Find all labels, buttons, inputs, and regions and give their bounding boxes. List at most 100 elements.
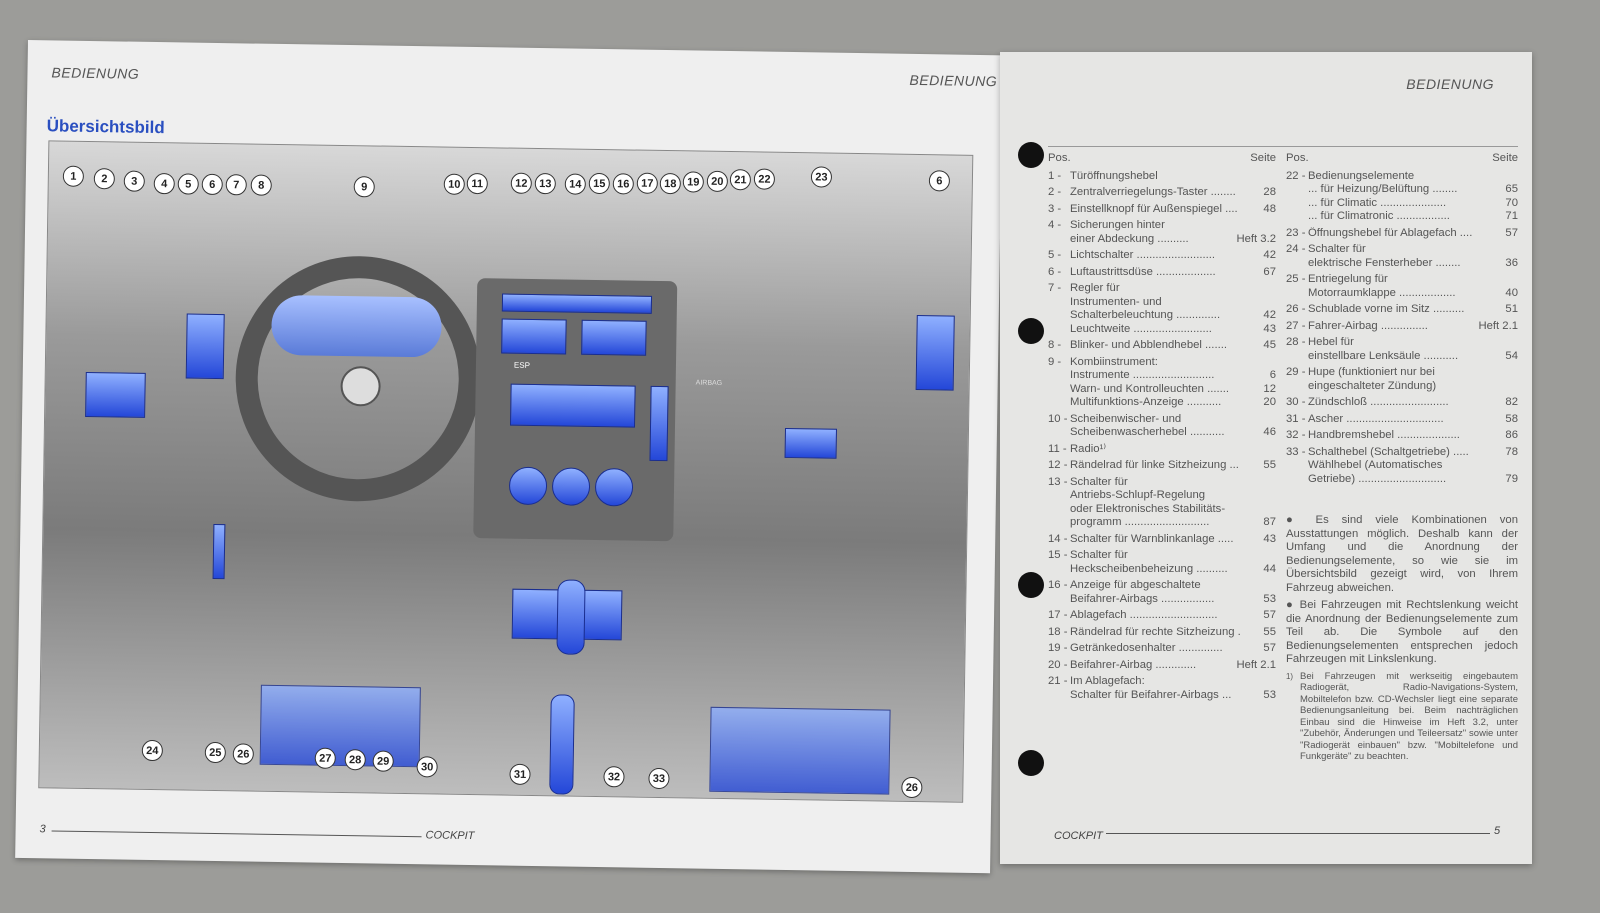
footnote: 1)Bei Fahrzeugen mit werkseitig eingebau… <box>1286 671 1518 763</box>
entry-number: 6 - <box>1048 265 1062 278</box>
entry-page: 53 <box>1263 688 1276 701</box>
entry-label: Getränkedosenhalter .............. <box>1070 642 1223 654</box>
index-entry: 27 -Fahrer-Airbag ...............Heft 2.… <box>1286 320 1518 334</box>
callout-32: 32 <box>603 766 625 788</box>
entry-page: 48 <box>1263 202 1276 215</box>
entry-page: Heft 2.1 <box>1478 319 1518 332</box>
entry-label: Öffnungshebel für Ablagefach .... <box>1308 226 1473 239</box>
entry-number: 1 - <box>1048 169 1062 182</box>
callout-3: 3 <box>123 170 145 192</box>
entry-number: 24 - <box>1286 243 1306 255</box>
callout-28: 28 <box>344 749 366 771</box>
page-title: Übersichtsbild <box>46 116 165 138</box>
entry-number: 20 - <box>1048 658 1068 671</box>
punch-hole <box>1018 142 1044 168</box>
entry-label: Kombiinstrument: <box>1070 355 1158 368</box>
callout-25: 25 <box>204 741 226 764</box>
index-entry: 20 -Beifahrer-Airbag .............Heft 2… <box>1048 659 1276 673</box>
entry-page: 70 <box>1505 196 1518 209</box>
cup-holder <box>649 385 669 462</box>
callout-22: 22 <box>753 168 776 190</box>
entry-label: Luftaustrittsdüse ................... <box>1070 265 1216 278</box>
entry-page: 57 <box>1263 642 1276 654</box>
entry-number: 4 - <box>1048 219 1062 231</box>
entry-label: Regler für <box>1070 282 1120 294</box>
entry-number: 8 - <box>1048 339 1062 351</box>
callout-26: 26 <box>901 776 923 799</box>
index-entry: 32 -Handbremshebel .................... 8… <box>1286 429 1518 443</box>
header-right: BEDIENUNG <box>1406 76 1494 92</box>
callout-7: 7 <box>225 174 247 196</box>
entry-page: 40 <box>1505 286 1518 299</box>
callout-11: 11 <box>466 172 488 195</box>
entry-label: Scheibenwascherhebel ........... <box>1070 426 1225 438</box>
index-entry: 9 -Kombiinstrument:Instrumente .........… <box>1048 356 1276 410</box>
header-rule <box>1048 146 1518 147</box>
airbag-label: AIRBAG <box>695 379 723 387</box>
entry-page: 43 <box>1263 532 1276 545</box>
entry-label: Blinker- und Abblendhebel ....... <box>1070 339 1228 351</box>
left-page-spread: BEDIENUNG BEDIENUNG Übersichtsbild ESP A… <box>15 40 1003 874</box>
callout-4: 4 <box>153 172 175 195</box>
entry-label: Schalter für <box>1070 549 1128 561</box>
callout-24: 24 <box>141 739 164 762</box>
entry-label: Warn- und Kontrolleuchten ....... <box>1070 382 1230 395</box>
note-text: Bei Fahrzeugen mit Rechtslenkung weicht … <box>1286 599 1519 665</box>
index-entry: 22 -Bedienungselemente... für Heizung/Be… <box>1286 170 1518 224</box>
entry-label: Sicherungen hinter <box>1070 219 1165 231</box>
entry-number: 18 - <box>1048 625 1068 638</box>
entry-label: Lichtschalter ......................... <box>1070 249 1216 261</box>
entry-number: 26 - <box>1286 303 1306 315</box>
index-entry: 14 -Schalter für Warnblinkanlage .....43 <box>1048 533 1276 547</box>
entry-page: 20 <box>1263 396 1276 408</box>
entry-page: 57 <box>1505 226 1518 239</box>
entry-page: 46 <box>1263 426 1276 438</box>
handbrake-lever <box>549 694 575 795</box>
entry-page: 67 <box>1263 265 1276 278</box>
seite-label: Seite <box>1492 152 1518 164</box>
entry-number: 5 - <box>1048 249 1062 261</box>
entry-page: 55 <box>1263 625 1276 638</box>
entry-number: 28 - <box>1286 336 1306 348</box>
air-vent-driver <box>185 313 225 380</box>
entry-number: 16 - <box>1048 579 1068 591</box>
entry-label: einer Abdeckung .......... <box>1070 232 1189 245</box>
entry-number: 32 - <box>1286 429 1306 441</box>
footer-left: COCKPIT <box>425 829 475 843</box>
entry-page: 28 <box>1263 186 1276 198</box>
entry-label: Wählhebel (Automatisches <box>1308 459 1443 471</box>
entry-page: 86 <box>1505 429 1518 441</box>
callout-6: 6 <box>928 170 951 192</box>
callout-15: 15 <box>588 172 610 195</box>
callout-13: 13 <box>534 172 556 195</box>
door-handle <box>85 371 146 418</box>
glovebox-handle <box>784 427 837 459</box>
entry-label: Fahrer-Airbag ............... <box>1308 319 1428 332</box>
entry-label: Zündschloß ......................... <box>1308 396 1449 408</box>
entry-page: 53 <box>1263 592 1276 605</box>
gear-lever <box>556 579 586 655</box>
entry-label: Ablagefach ............................ <box>1070 609 1218 621</box>
index-entry: 18 -Rändelrad für rechte Sitzheizung .55 <box>1048 626 1276 640</box>
callout-21: 21 <box>729 169 752 191</box>
footnote-mark: 1) <box>1286 671 1294 681</box>
callout-1: 1 <box>62 165 85 187</box>
entry-label: Schublade vorne im Sitz .......... <box>1308 303 1465 315</box>
entry-number: 14 - <box>1048 532 1068 545</box>
note-bullet: ● Es sind viele Kombinationen von Aussta… <box>1286 514 1518 594</box>
header-center: BEDIENUNG <box>909 71 998 90</box>
entry-number: 23 - <box>1286 226 1306 239</box>
page-number-left: 3 <box>39 823 46 836</box>
index-entry: 5 - Lichtschalter .......................… <box>1048 249 1276 263</box>
entry-number: 2 - <box>1048 186 1062 198</box>
entry-number: 19 - <box>1048 642 1068 654</box>
entry-number: 3 - <box>1048 202 1062 215</box>
index-entry: 1 -Türöffnungshebel <box>1048 170 1276 184</box>
seat-drawer-right <box>709 706 891 795</box>
entry-label: Handbremshebel .................... <box>1308 429 1460 441</box>
header-left: BEDIENUNG <box>51 64 140 82</box>
entry-number: 17 - <box>1048 609 1068 621</box>
